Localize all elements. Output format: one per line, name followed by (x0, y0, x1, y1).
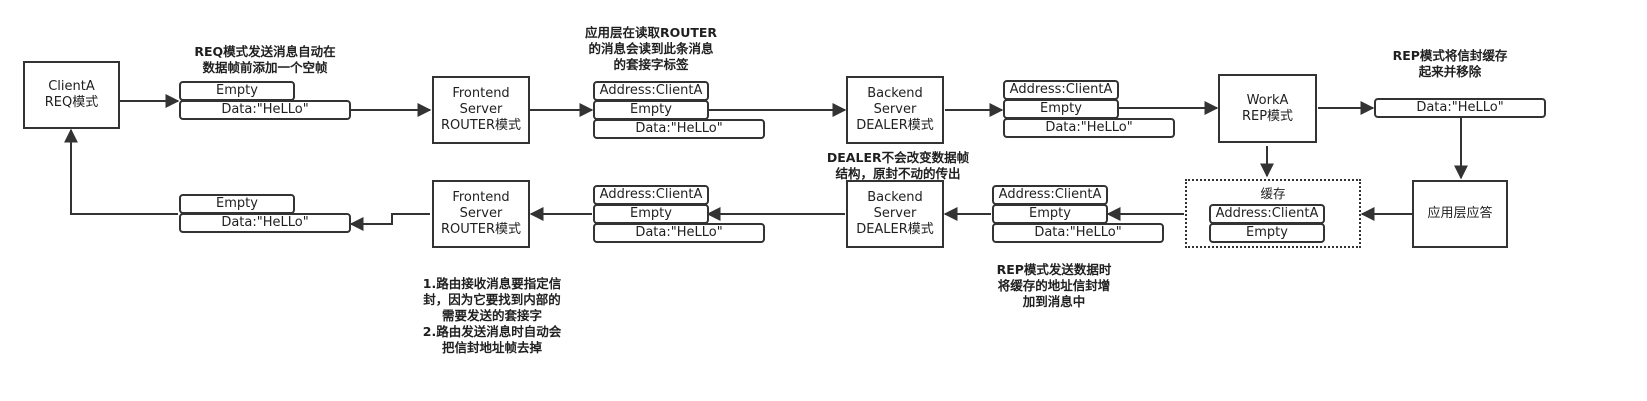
backend-server-top-node: Backend Server DEALER模式 (846, 76, 944, 144)
cache-label: 缓存 (1260, 186, 1286, 201)
node-line: ROUTER模式 (441, 222, 521, 237)
note-line: 应用层在读取ROUTER (584, 25, 718, 40)
frame-data: Data:"HeLLo" (593, 119, 765, 139)
node-line: Server (873, 102, 917, 117)
node-line: REP模式 (1241, 108, 1294, 124)
note-app-read: 应用层在读取ROUTER 的消息会读到此条消息 的套接字标签 (561, 25, 741, 73)
node-line: Server (459, 206, 503, 221)
frame-data: Data:"HeLLo" (992, 223, 1164, 243)
note-line: 2.路由发送消息时自动会 (422, 324, 562, 339)
note-dealer-keep: DEALER不会改变数据帧 结构，原封不动的传出 (818, 150, 978, 182)
frame-empty: Empty (1209, 223, 1325, 243)
note-rep-cache: REP模式将信封缓存 起来并移除 (1380, 48, 1520, 80)
frame-empty: Empty (593, 204, 709, 224)
frame-empty: Empty (593, 100, 709, 120)
note-line: 封，因为它要找到内部的 (423, 292, 561, 307)
node-line: WorkA (1246, 92, 1289, 108)
arrow-frontend-to-frames-bottom (349, 213, 430, 231)
frame-data: Data:"HeLLo" (1374, 98, 1546, 118)
node-line: Server (459, 102, 503, 117)
worker-a-node: WorkA REP模式 (1218, 74, 1317, 143)
frame-empty: Empty (992, 204, 1108, 224)
node-line: Frontend (452, 190, 510, 205)
frontend-server-bottom-node: Frontend Server ROUTER模式 (432, 180, 530, 248)
node-line: ROUTER模式 (441, 118, 521, 133)
frontend-server-top-node: Frontend Server ROUTER模式 (432, 76, 530, 144)
note-line: 加到消息中 (1022, 294, 1086, 309)
frame-data: Data:"HeLLo" (1003, 118, 1175, 138)
note-line: DEALER不会改变数据帧 (826, 150, 970, 165)
frame-address: Address:ClientA (1003, 80, 1119, 100)
note-line: 的套接字标签 (613, 57, 689, 72)
frame-address: Address:ClientA (593, 185, 709, 205)
node-line: Server (873, 206, 917, 221)
frame-empty: Empty (179, 81, 295, 101)
frame-address: Address:ClientA (1209, 204, 1325, 224)
frame-data: Data:"HeLLo" (179, 100, 351, 120)
note-line: 把信封地址帧去掉 (441, 340, 542, 355)
note-line: 需要发送的套接字 (441, 308, 542, 323)
node-line: Backend (867, 86, 923, 101)
note-line: 起来并移除 (1418, 64, 1482, 79)
frame-data: Data:"HeLLo" (593, 223, 765, 243)
frame-address: Address:ClientA (593, 81, 709, 101)
node-line: Frontend (452, 86, 510, 101)
node-line: Backend (867, 190, 923, 205)
arrow-frames-to-client (64, 128, 178, 215)
note-line: 将缓存的地址信封增 (997, 278, 1111, 293)
note-rep-send: REP模式发送数据时 将缓存的地址信封增 加到消息中 (984, 262, 1124, 310)
note-line: REQ模式发送消息自动在 (194, 44, 336, 59)
node-line: DEALER模式 (856, 118, 934, 133)
frame-empty: Empty (1003, 99, 1119, 119)
backend-server-bottom-node: Backend Server DEALER模式 (846, 180, 944, 248)
node-line: 应用层应答 (1427, 206, 1493, 221)
frame-address: Address:ClientA (992, 185, 1108, 205)
frame-data: Data:"HeLLo" (179, 213, 351, 233)
note-line: 1.路由接收消息要指定信 (422, 276, 562, 291)
note-router-rules: 1.路由接收消息要指定信 封，因为它要找到内部的 需要发送的套接字 2.路由发送… (412, 276, 572, 356)
note-line: 结构，原封不动的传出 (835, 166, 961, 181)
node-line: DEALER模式 (856, 222, 934, 237)
note-line: REP模式将信封缓存 (1392, 48, 1508, 63)
frame-empty: Empty (179, 194, 295, 214)
note-line: 的消息会读到此条消息 (588, 41, 714, 56)
note-req-send: REQ模式发送消息自动在 数据帧前添加一个空帧 (165, 44, 365, 76)
node-line: REQ模式 (44, 95, 99, 110)
note-line: 数据帧前添加一个空帧 (202, 60, 328, 75)
node-line: ClientA (48, 79, 95, 94)
client-a-node: ClientA REQ模式 (23, 61, 120, 129)
app-reply-node: 应用层应答 (1412, 180, 1508, 248)
note-line: REP模式发送数据时 (996, 262, 1112, 277)
